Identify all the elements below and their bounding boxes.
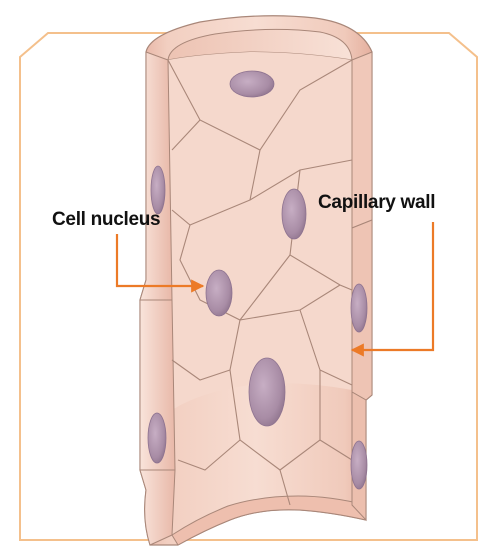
nucleus-4 [206, 270, 232, 316]
nucleus-8 [351, 441, 367, 489]
nucleus-1 [230, 71, 274, 97]
capillary-wall-label: Capillary wall [318, 192, 435, 214]
tube-inner-wall [168, 52, 352, 410]
nucleus-7 [148, 413, 166, 463]
nucleus-6 [249, 358, 285, 426]
nucleus-5 [351, 284, 367, 332]
capillary-tube [140, 16, 372, 545]
nucleus-label: Cell nucleus [52, 209, 160, 231]
nucleus-2 [151, 166, 165, 214]
left-wall-cell-3 [140, 470, 175, 545]
nucleus-3 [282, 189, 306, 239]
